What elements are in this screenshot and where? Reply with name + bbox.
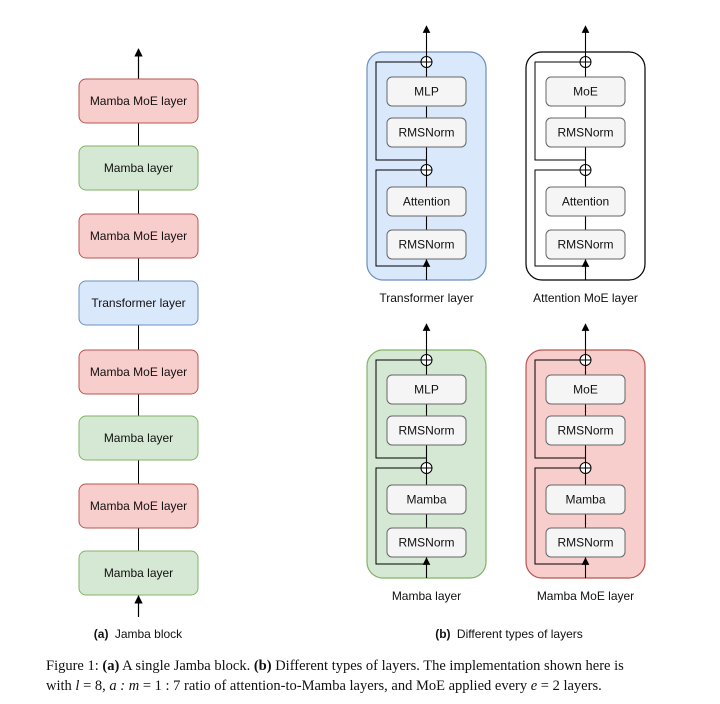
block-layer-box — [78, 213, 199, 259]
norm-box — [545, 527, 626, 558]
block-layer-box — [78, 483, 199, 529]
norm-box — [386, 117, 467, 148]
caption-with: with — [46, 678, 72, 694]
panel-title: Mamba MoE layer — [537, 589, 634, 603]
norm-box-label: RMSNorm — [399, 126, 455, 140]
residual-connection — [375, 467, 427, 565]
caption-ratio-text: ratio of attention-to-Mamba layers, and … — [184, 678, 528, 694]
panel-title: Transformer layer — [379, 291, 473, 305]
mixer-box — [386, 186, 467, 217]
norm-box-label: RMSNorm — [558, 126, 614, 140]
caption-ratio-val: = 1 : 7 — [142, 678, 181, 694]
caption-b-tag: (b) — [253, 658, 272, 674]
block-layer-label: Mamba MoE layer — [90, 229, 187, 243]
figure-label: Figure 1: — [46, 658, 99, 674]
caption-l-var: l — [75, 678, 80, 694]
panel-title: Mamba layer — [392, 589, 461, 603]
caption-b-text: Different types of layers. The implement… — [275, 658, 624, 674]
block-layer-label: Mamba MoE layer — [90, 94, 187, 108]
ffn-box-label: MLP — [414, 383, 439, 397]
block-layer: Mamba MoE layer — [78, 213, 199, 259]
caption-end: layers. — [563, 678, 602, 694]
residual-connection — [534, 467, 586, 565]
block-caption: (a) Jamba block — [94, 627, 183, 641]
residual-connection — [534, 61, 586, 161]
block-layer-label: Transformer layer — [91, 296, 185, 310]
norm-box-label: RMSNorm — [399, 238, 455, 252]
caption-l-val: = 8, — [83, 678, 106, 694]
block-layer: Mamba layer — [78, 415, 199, 461]
residual-connection — [534, 359, 586, 459]
block-layer: Mamba MoE layer — [78, 78, 199, 124]
ffn-box-label: MoE — [573, 383, 598, 397]
mixer-box — [386, 484, 467, 515]
norm-box — [386, 415, 467, 446]
block-layer: Mamba MoE layer — [78, 483, 199, 529]
norm-box-label: RMSNorm — [558, 424, 614, 438]
block-layer: Mamba layer — [78, 550, 199, 596]
ffn-box — [386, 76, 467, 107]
panel-title: Attention MoE layer — [533, 291, 638, 305]
norm-box-label: RMSNorm — [558, 536, 614, 550]
norm-box — [386, 229, 467, 260]
block-layer-box — [78, 78, 199, 124]
caption-e-var: e — [530, 678, 538, 694]
norm-box-label: RMSNorm — [399, 536, 455, 550]
norm-box-label: RMSNorm — [399, 424, 455, 438]
block-layer: Transformer layer — [78, 280, 199, 326]
block-layer-label: Mamba layer — [104, 566, 173, 580]
residual-connection — [375, 61, 427, 161]
mixer-box-label: Mamba — [406, 493, 446, 507]
block-layer-label: Mamba MoE layer — [90, 365, 187, 379]
block-layer-label: Mamba MoE layer — [90, 499, 187, 513]
types-caption: (b) Different types of layers — [435, 627, 583, 641]
caption-a-text: A single Jamba block. — [122, 658, 251, 674]
caption-a-tag: (a) — [102, 658, 120, 674]
ffn-box — [386, 374, 467, 405]
ffn-box — [545, 374, 626, 405]
block-layer-box — [78, 349, 199, 395]
mixer-box — [545, 484, 626, 515]
norm-box — [386, 527, 467, 558]
ffn-box-label: MoE — [573, 85, 598, 99]
norm-box — [545, 117, 626, 148]
norm-box — [545, 415, 626, 446]
caption-ratio-var: a : m — [109, 678, 140, 694]
figure-caption: Figure 1: (a) A single Jamba block. (b) … — [46, 656, 686, 696]
block-layer-box — [78, 550, 199, 596]
block-layer: Mamba MoE layer — [78, 349, 199, 395]
residual-connection — [375, 169, 427, 267]
norm-box-label: RMSNorm — [558, 238, 614, 252]
block-layer-label: Mamba layer — [104, 431, 173, 445]
ffn-box — [545, 76, 626, 107]
caption-e-val: = 2 — [540, 678, 560, 694]
block-layer-box — [78, 145, 199, 191]
ffn-box-label: MLP — [414, 85, 439, 99]
mixer-box — [545, 186, 626, 217]
residual-connection — [534, 169, 586, 267]
residual-connection — [375, 359, 427, 459]
norm-box — [545, 229, 626, 260]
block-layer-box — [78, 280, 199, 326]
block-layer: Mamba layer — [78, 145, 199, 191]
mixer-box-label: Attention — [562, 195, 609, 209]
mixer-box-label: Attention — [403, 195, 450, 209]
block-layer-label: Mamba layer — [104, 161, 173, 175]
mixer-box-label: Mamba — [565, 493, 605, 507]
block-layer-box — [78, 415, 199, 461]
